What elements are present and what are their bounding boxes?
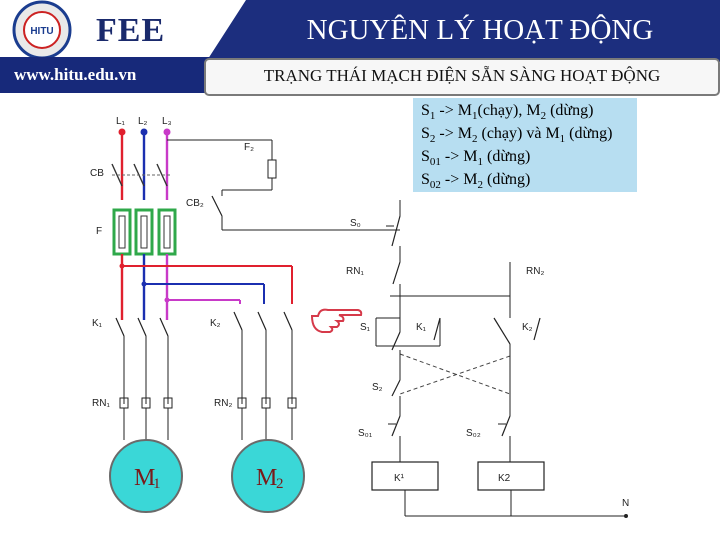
page-subtitle: TRẠNG THÁI MẠCH ĐIỆN SẴN SÀNG HOẠT ĐỘNG (263, 66, 661, 85)
subtitle-box (204, 58, 720, 96)
s1-contact (391, 331, 401, 351)
fuse-3 (157, 208, 177, 256)
brand-name: FEE (96, 12, 166, 49)
label-s01: S₀₁ (358, 428, 373, 439)
label-s2: S₂ (372, 382, 383, 393)
url-bar (0, 57, 210, 93)
motor-m1-label: M (134, 465, 155, 491)
title-band-shape (206, 0, 720, 62)
s2-contact (391, 379, 401, 397)
operation-info-box (413, 98, 637, 192)
label-rn2-top: RN₂ (526, 266, 544, 277)
terminal-l2 (140, 128, 148, 136)
circuit-diagram: L₁ L₂ L₃ CB F F₂ CB₂ S₀ RN₁ RN₂ (90, 116, 629, 518)
pointer-hand-icon (310, 308, 363, 333)
motor-m2 (231, 439, 305, 513)
fuse-f2 (267, 159, 277, 179)
label-rn2-power: RN₂ (214, 398, 232, 409)
info-line-3: S01 -> M1 (dừng) (421, 148, 531, 169)
terminal-l1 (118, 128, 126, 136)
rn2-power-relay (237, 397, 297, 409)
label-k1-power: K₁ (92, 318, 103, 329)
page-title: NGUYÊN LÝ HOẠT ĐỘNG (306, 14, 654, 46)
hitu-logo: HITU (12, 0, 72, 60)
label-coil-k2: K2 (498, 473, 511, 484)
label-f: F (96, 226, 102, 237)
label-s1: S₁ (360, 322, 371, 333)
cb2-contact (211, 195, 223, 217)
label-n: N (622, 498, 629, 509)
k2-power-contacts (233, 311, 293, 331)
label-rn1-top: RN₁ (346, 266, 364, 277)
s02-contact (501, 415, 511, 437)
label-f2: F₂ (244, 142, 254, 153)
k2-hold-contact (493, 317, 511, 345)
label-k1-ctrl: K₁ (416, 322, 427, 333)
header: HITU FEE www.hitu.edu.vn NGUYÊN LÝ HOẠT … (0, 0, 720, 98)
coil-k2 (477, 461, 545, 491)
logo-text: HITU (30, 26, 53, 37)
label-cb2: CB₂ (186, 198, 204, 209)
info-line-1: S1 -> M1(chạy), M2 (dừng) (421, 102, 594, 123)
k1-power-contacts (115, 317, 169, 337)
label-s02: S₀₂ (466, 428, 481, 439)
label-l2: L₂ (138, 116, 148, 127)
terminal-l3 (163, 128, 171, 136)
label-cb: CB (90, 168, 104, 179)
label-s0: S₀ (350, 218, 361, 229)
label-l3: L₃ (162, 116, 172, 127)
fuse-1 (112, 208, 132, 256)
motor-m2-index: 2 (276, 476, 284, 492)
motor-m1 (109, 439, 183, 513)
label-coil-k1: K¹ (394, 473, 405, 484)
label-k2-power: K₂ (210, 318, 221, 329)
s0-contact (391, 215, 401, 247)
k1-hold-contact (433, 317, 441, 341)
fuse-2 (134, 208, 154, 256)
rn1-power-relay (119, 397, 173, 409)
motor-m1-index: 1 (153, 476, 161, 492)
label-k2-ctrl: K₂ (522, 322, 533, 333)
s01-contact (391, 415, 401, 437)
info-line-4: S02 -> M2 (dừng) (421, 171, 531, 192)
label-l1: L₁ (116, 116, 126, 127)
interlock-line-2 (399, 355, 511, 395)
coil-k1 (371, 461, 439, 491)
interlock-line-1 (399, 353, 511, 395)
rn1-ctrl-contact (392, 261, 401, 285)
motor-m2-label: M (256, 465, 277, 491)
info-line-2: S2 -> M2 (chạy) và M1 (dừng) (421, 125, 613, 146)
site-url[interactable]: www.hitu.edu.vn (14, 65, 137, 84)
label-rn1-power: RN₁ (92, 398, 110, 409)
